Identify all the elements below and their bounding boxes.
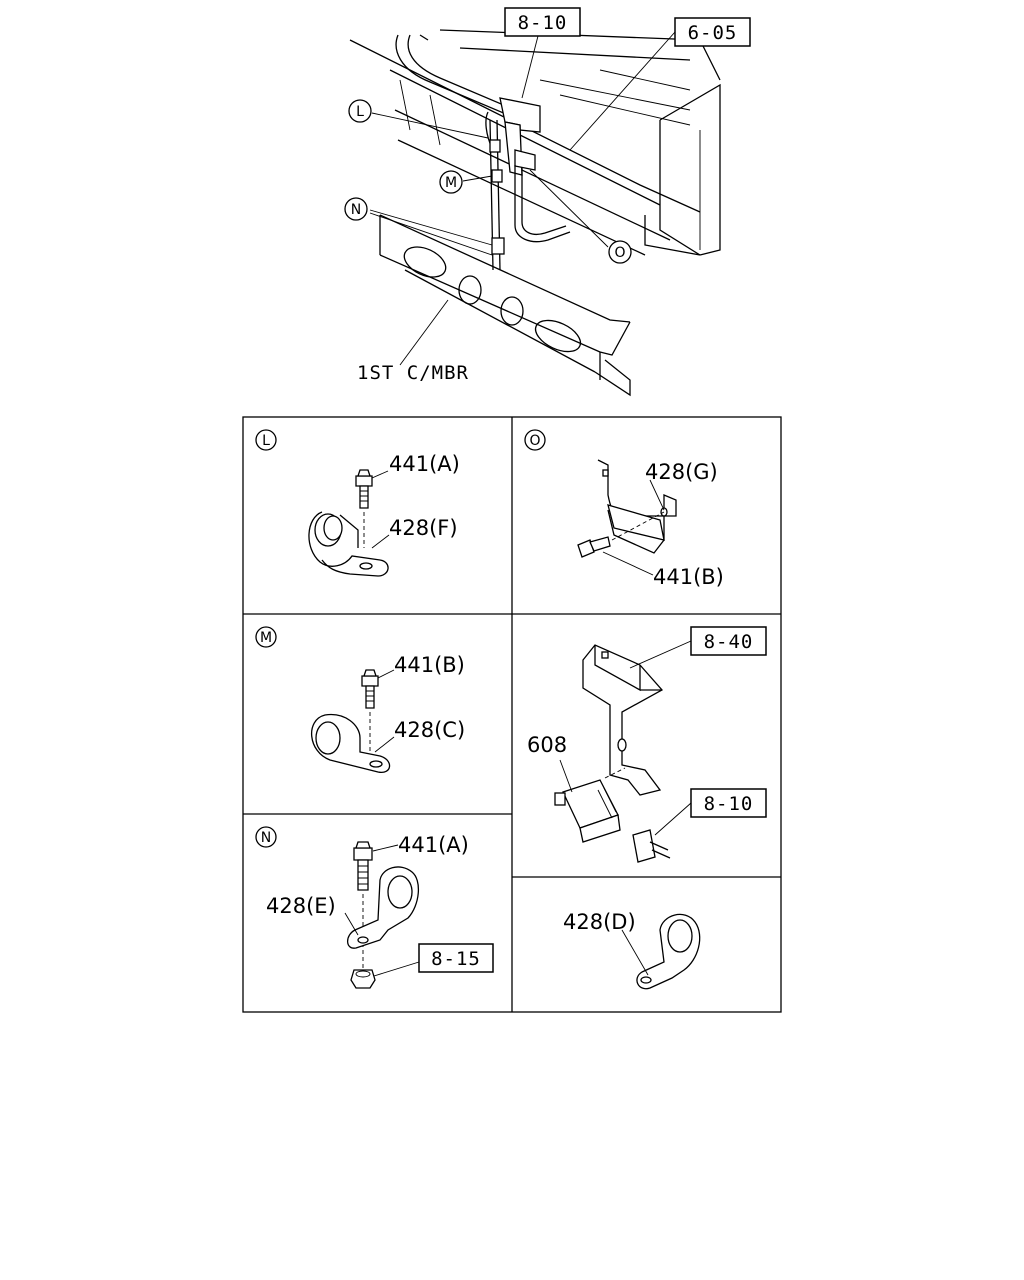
panel-l-tag: L	[262, 433, 270, 449]
bolt-441a-l	[355, 469, 373, 509]
ref-box-6-05	[674, 17, 751, 47]
panel-d-clip-label: 428(D)	[563, 910, 636, 934]
switch-608	[554, 779, 621, 843]
callout-m: M	[445, 175, 457, 191]
callout-l: L	[356, 104, 364, 120]
callout-m-circle	[439, 170, 463, 194]
nut-8-15	[350, 969, 376, 989]
crossmember-label: 1ST C/MBR	[357, 362, 469, 384]
callout-l-circle	[348, 99, 372, 123]
callout-o-circle	[608, 240, 632, 264]
bracket-8-40	[582, 644, 664, 796]
ref-box-8-10-o	[690, 788, 767, 818]
ref-8-40: 8-40	[704, 631, 754, 653]
panel-o-bolt-label: 441(B)	[653, 565, 724, 589]
ref-box-8-10-top	[504, 7, 581, 37]
callout-n: N	[351, 202, 361, 218]
panel-l-bolt-label: 441(A)	[389, 452, 460, 476]
ref-8-15: 8-15	[431, 948, 481, 970]
panel-n-tag: N	[261, 830, 271, 846]
callout-o: O	[614, 245, 625, 261]
clip-428c	[310, 713, 391, 773]
ref-8-10-o: 8-10	[704, 793, 754, 815]
panel-d: 428(D)	[563, 910, 701, 990]
bracket-428g	[597, 459, 677, 554]
connector-8-10	[632, 829, 671, 863]
panel-o: O 428(G) 441(B)	[524, 429, 724, 589]
bolt-441a-n	[353, 841, 373, 891]
clip-428e	[346, 866, 419, 949]
panel-switch: 8-40 8-10 608	[527, 626, 767, 863]
bolt-441b-o	[577, 536, 611, 558]
ref-box-8-15	[418, 943, 494, 973]
panel-l: L 441(A) 428(F)	[255, 429, 460, 577]
clip-428f	[308, 511, 389, 577]
ref-8-10-top: 8-10	[518, 12, 568, 34]
bolt-441b-m	[361, 669, 379, 709]
panel-m-tag: M	[260, 630, 272, 646]
top-assembly-illustration	[349, 29, 721, 397]
switch-608-label: 608	[527, 733, 567, 757]
panel-o-bracket-label: 428(G)	[645, 460, 718, 484]
ref-6-05: 6-05	[688, 22, 738, 44]
panel-l-clip-label: 428(F)	[389, 516, 458, 540]
callout-n-circle	[344, 197, 368, 221]
panel-n: N 441(A) 428(E) 8-15	[255, 826, 494, 989]
panel-o-tag: O	[529, 433, 540, 449]
panel-n-bolt-label: 441(A)	[398, 833, 469, 857]
panel-n-clip-label: 428(E)	[266, 894, 336, 918]
panel-m-bolt-label: 441(B)	[394, 653, 465, 677]
panel-m-clip-label: 428(C)	[394, 718, 465, 742]
detail-grid	[242, 416, 782, 1013]
clip-428d	[636, 913, 701, 990]
panel-m: M 441(B) 428(C)	[255, 626, 465, 773]
